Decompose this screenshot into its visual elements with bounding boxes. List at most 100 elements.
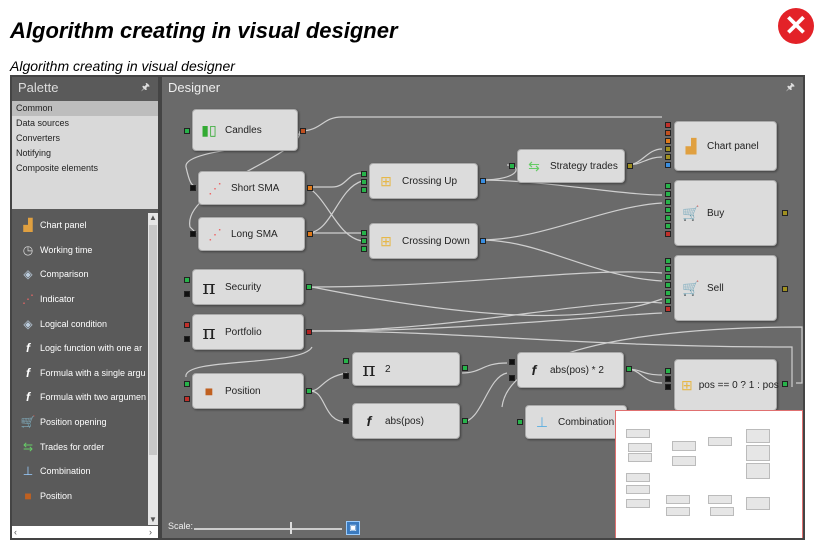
- palette-item-working-time[interactable]: ◷Working time: [12, 238, 148, 263]
- scroll-down-icon[interactable]: ▼: [149, 515, 157, 524]
- input-port[interactable]: [184, 322, 190, 328]
- palette-item-logical-condition[interactable]: ◈Logical condition: [12, 311, 148, 336]
- input-port[interactable]: [361, 230, 367, 236]
- designer-panel[interactable]: Designer 🖈: [162, 77, 803, 538]
- node-long-sma[interactable]: ⋰Long SMA: [198, 217, 305, 251]
- scroll-right-icon[interactable]: ›: [149, 527, 152, 537]
- node-sell[interactable]: 🛒Sell: [674, 255, 777, 321]
- output-port[interactable]: [462, 418, 468, 424]
- input-port[interactable]: [184, 381, 190, 387]
- scroll-up-icon[interactable]: ▲: [149, 213, 157, 222]
- node-candles[interactable]: ▮▯Candles: [192, 109, 298, 151]
- input-port[interactable]: [665, 215, 671, 221]
- input-port[interactable]: [665, 290, 671, 296]
- input-port[interactable]: [665, 183, 671, 189]
- scroll-thumb[interactable]: [149, 225, 157, 455]
- input-port[interactable]: [190, 231, 196, 237]
- palette-item-trades-for-order[interactable]: ⇆Trades for order: [12, 434, 148, 459]
- output-port[interactable]: [306, 329, 312, 335]
- node-crossing-up[interactable]: ⊞Crossing Up: [369, 163, 478, 199]
- input-port[interactable]: [665, 146, 671, 152]
- input-port[interactable]: [665, 191, 671, 197]
- input-port[interactable]: [361, 171, 367, 177]
- node-chart-panel[interactable]: ▟Chart panel: [674, 121, 777, 171]
- output-port[interactable]: [782, 210, 788, 216]
- input-port[interactable]: [184, 277, 190, 283]
- output-port[interactable]: [300, 128, 306, 134]
- palette-vertical-scrollbar[interactable]: ▲ ▼: [148, 213, 158, 525]
- pin-icon[interactable]: 🖈: [785, 82, 795, 93]
- input-port[interactable]: [665, 282, 671, 288]
- output-port[interactable]: [480, 178, 486, 184]
- input-port[interactable]: [361, 246, 367, 252]
- input-port[interactable]: [665, 258, 671, 264]
- input-port[interactable]: [665, 368, 671, 374]
- category-converters[interactable]: Converters: [16, 133, 61, 143]
- palette-item-position-opening[interactable]: 🛒Position opening: [12, 410, 148, 435]
- scale-slider-thumb[interactable]: [290, 522, 293, 534]
- output-port[interactable]: [306, 388, 312, 394]
- node-buy[interactable]: 🛒Buy: [674, 180, 777, 246]
- node-short-sma[interactable]: ⋰Short SMA: [198, 171, 305, 205]
- output-port[interactable]: [480, 238, 486, 244]
- fit-to-screen-button[interactable]: ▣: [346, 521, 360, 535]
- input-port[interactable]: [665, 122, 671, 128]
- category-common[interactable]: Common: [12, 101, 158, 116]
- input-port[interactable]: [665, 231, 671, 237]
- palette-horizontal-scrollbar[interactable]: ‹ ›: [12, 526, 158, 538]
- category-composite-elements[interactable]: Composite elements: [16, 163, 99, 173]
- output-port[interactable]: [627, 163, 633, 169]
- output-port[interactable]: [462, 365, 468, 371]
- input-port[interactable]: [665, 162, 671, 168]
- scroll-left-icon[interactable]: ‹: [14, 527, 17, 537]
- palette-item-chart-panel[interactable]: ▟Chart panel: [12, 213, 148, 238]
- output-port[interactable]: [307, 231, 313, 237]
- input-port[interactable]: [509, 359, 515, 365]
- node-position[interactable]: ■Position: [192, 373, 304, 409]
- input-port[interactable]: [343, 373, 349, 379]
- node-strategy-trades[interactable]: ⇆Strategy trades: [517, 149, 625, 183]
- input-port[interactable]: [665, 154, 671, 160]
- category-data-sources[interactable]: Data sources: [16, 118, 70, 128]
- palette-item-position[interactable]: ■Position: [12, 484, 148, 509]
- palette-item-indicator[interactable]: ⋰Indicator: [12, 287, 148, 312]
- input-port[interactable]: [361, 238, 367, 244]
- input-port[interactable]: [509, 163, 515, 169]
- input-port[interactable]: [343, 358, 349, 364]
- input-port[interactable]: [517, 419, 523, 425]
- palette-item-combination[interactable]: ⊥Combination: [12, 459, 148, 484]
- input-port[interactable]: [184, 336, 190, 342]
- input-port[interactable]: [184, 291, 190, 297]
- input-port[interactable]: [190, 185, 196, 191]
- input-port[interactable]: [665, 207, 671, 213]
- palette-item-comparison[interactable]: ◈Comparison: [12, 262, 148, 287]
- category-notifying[interactable]: Notifying: [16, 148, 52, 158]
- input-port[interactable]: [343, 418, 349, 424]
- input-port[interactable]: [184, 128, 190, 134]
- input-port[interactable]: [665, 376, 671, 382]
- input-port[interactable]: [665, 266, 671, 272]
- input-port[interactable]: [665, 384, 671, 390]
- output-port[interactable]: [306, 284, 312, 290]
- output-port[interactable]: [782, 286, 788, 292]
- node-pos-ternary[interactable]: ⊞pos == 0 ? 1 : pos: [674, 359, 779, 411]
- input-port[interactable]: [361, 179, 367, 185]
- input-port[interactable]: [665, 306, 671, 312]
- minimap[interactable]: [615, 410, 803, 538]
- input-port[interactable]: [665, 223, 671, 229]
- input-port[interactable]: [184, 396, 190, 402]
- input-port[interactable]: [509, 375, 515, 381]
- input-port[interactable]: [665, 199, 671, 205]
- output-port[interactable]: [626, 366, 632, 372]
- node-crossing-down[interactable]: ⊞Crossing Down: [369, 223, 478, 259]
- output-port[interactable]: [307, 185, 313, 191]
- input-port[interactable]: [665, 130, 671, 136]
